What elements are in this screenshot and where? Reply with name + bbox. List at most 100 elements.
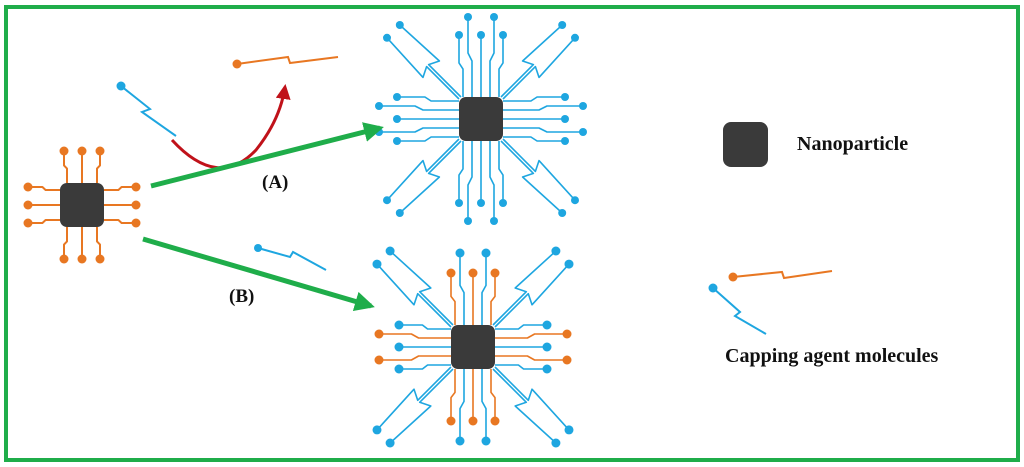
ligand-chain bbox=[502, 37, 576, 100]
ligand-head bbox=[372, 425, 382, 435]
partially-exchanged-nanoparticle bbox=[372, 246, 574, 448]
ligand-chain bbox=[28, 186, 60, 191]
ligand-head bbox=[383, 196, 391, 205]
ligand-head bbox=[551, 438, 561, 448]
ligand-head bbox=[95, 254, 105, 264]
ligand-head bbox=[395, 209, 404, 217]
ligand-head bbox=[383, 33, 391, 42]
ligand-head bbox=[374, 355, 384, 365]
ligand-chain bbox=[459, 369, 465, 441]
ligand-head bbox=[468, 416, 478, 426]
ligand-head bbox=[59, 254, 69, 264]
ligand-head bbox=[131, 218, 141, 228]
ligand-chain bbox=[458, 141, 464, 203]
ligand-chain bbox=[494, 366, 570, 431]
ligand-head bbox=[77, 146, 87, 156]
route-b-arrow bbox=[142, 236, 375, 312]
ligand-chain bbox=[490, 369, 496, 421]
ligand-head bbox=[571, 33, 579, 42]
ligand-chain bbox=[494, 263, 570, 328]
ligand-head bbox=[446, 268, 456, 278]
ligand-chain bbox=[450, 273, 456, 325]
ligand-chain bbox=[481, 253, 487, 325]
ligand-head bbox=[551, 246, 561, 256]
ligand-chain bbox=[459, 253, 465, 325]
ligand-head bbox=[394, 342, 404, 352]
ligand-chain bbox=[500, 24, 563, 98]
ligand-chain bbox=[502, 138, 576, 201]
ligand-head bbox=[23, 182, 33, 192]
ligand-head bbox=[395, 21, 404, 29]
ligand-head bbox=[375, 102, 383, 110]
ligand-head bbox=[564, 259, 574, 269]
ligand-head bbox=[464, 13, 472, 21]
ligand-chain bbox=[495, 333, 567, 339]
ligand-head bbox=[23, 200, 33, 210]
ligand-head bbox=[499, 199, 507, 207]
nanoparticle-legend-label: Nanoparticle bbox=[797, 133, 909, 155]
ligand-head bbox=[562, 355, 572, 365]
ligand-chain bbox=[399, 140, 462, 214]
ligand-head bbox=[455, 31, 463, 39]
ligand-chain bbox=[458, 35, 464, 97]
initial-nanoparticle bbox=[23, 146, 141, 264]
ligand-head bbox=[374, 329, 384, 339]
ligand-head bbox=[481, 436, 491, 446]
ligand-head bbox=[562, 329, 572, 339]
ligand-head bbox=[385, 246, 395, 256]
ligand-head bbox=[558, 209, 567, 217]
ligand-chain bbox=[503, 96, 565, 102]
ligand-chain bbox=[399, 364, 451, 370]
ligand-chain bbox=[450, 369, 456, 421]
ligand-head bbox=[490, 13, 498, 21]
ligand-chain bbox=[500, 140, 563, 214]
nanoparticle-core bbox=[60, 183, 104, 227]
nanoparticle-core bbox=[451, 325, 495, 369]
ligand-chain bbox=[379, 127, 459, 133]
ligand-head bbox=[564, 425, 574, 435]
ligand-chain bbox=[481, 369, 487, 441]
ligand-head bbox=[394, 364, 404, 374]
ligand-head bbox=[542, 320, 552, 330]
ligand-head bbox=[477, 199, 485, 207]
ligand-chain bbox=[397, 96, 459, 102]
ligand-chain bbox=[379, 105, 459, 111]
ligand-chain bbox=[503, 105, 583, 111]
ligand-chain bbox=[386, 37, 460, 100]
nanoparticle-icon bbox=[723, 122, 768, 167]
ligand-head bbox=[542, 342, 552, 352]
ligand-chain bbox=[104, 219, 136, 224]
ligand-chain bbox=[389, 368, 454, 444]
ligand-head bbox=[23, 218, 33, 228]
ligand-head bbox=[95, 146, 105, 156]
ligand-head bbox=[571, 196, 579, 205]
orange-ligand-icon bbox=[728, 270, 833, 282]
free-orange-ligand-released bbox=[232, 55, 339, 69]
fully-exchanged-nanoparticle bbox=[375, 13, 587, 225]
capping-agent-legend-label: Capping agent molecules bbox=[725, 345, 939, 367]
ligand-head bbox=[579, 128, 587, 136]
ligand-head bbox=[558, 21, 567, 29]
ligand-chain bbox=[399, 324, 451, 330]
ligand-chain bbox=[495, 355, 567, 361]
ligand-chain bbox=[495, 324, 547, 330]
ligand-head bbox=[393, 137, 401, 145]
ligand-head bbox=[455, 199, 463, 207]
ligand-head bbox=[59, 146, 69, 156]
ligand-head bbox=[77, 254, 87, 264]
ligand-chain bbox=[490, 273, 496, 325]
ligand-chain bbox=[489, 141, 495, 221]
ligand-chain bbox=[379, 355, 451, 361]
ligand-chain bbox=[63, 227, 68, 259]
ligand-head bbox=[446, 416, 456, 426]
ligand-chain bbox=[498, 141, 504, 203]
ligand-head bbox=[499, 31, 507, 39]
ligand-chain bbox=[389, 250, 454, 326]
ligand-chain bbox=[503, 136, 565, 142]
ligand-head bbox=[542, 364, 552, 374]
ligand-chain bbox=[376, 263, 452, 328]
ligand-chain bbox=[503, 127, 583, 133]
ligand-chain bbox=[63, 151, 68, 183]
ligand-head bbox=[372, 259, 382, 269]
